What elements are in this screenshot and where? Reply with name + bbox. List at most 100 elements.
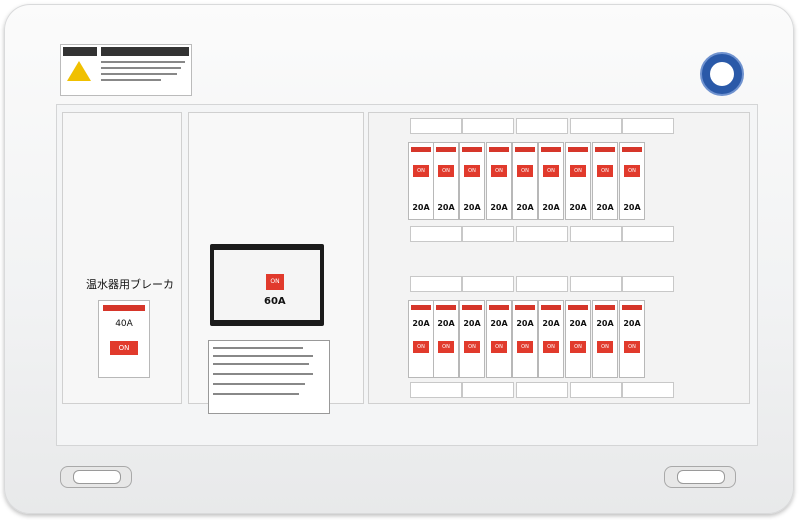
circuit-tag — [622, 276, 674, 292]
branch-top-breaker[interactable]: ON 20A — [565, 142, 591, 220]
brand-strip — [411, 147, 431, 152]
branch-top-amperage: 20A — [516, 203, 534, 212]
branch-bottom-breaker[interactable]: ON 20A — [512, 300, 538, 378]
warning-label — [60, 44, 192, 96]
certification-seal-icon — [700, 52, 744, 96]
circuit-tag — [516, 276, 568, 292]
branch-bottom-switch[interactable]: ON — [438, 341, 454, 353]
branch-top-breaker[interactable]: ON 20A — [512, 142, 538, 220]
branch-top-breaker[interactable]: ON 20A — [619, 142, 645, 220]
brand-strip — [411, 305, 431, 310]
main-amperage: 60A — [264, 296, 286, 307]
branch-top-switch[interactable]: ON — [543, 165, 559, 177]
warning-header — [63, 47, 97, 56]
brand-strip — [462, 147, 482, 152]
circuit-tag — [516, 118, 568, 134]
branch-top-amperage: 20A — [623, 203, 641, 212]
branch-bottom-breaker[interactable]: ON 20A — [538, 300, 564, 378]
instruction-label — [208, 340, 330, 414]
branch-bottom-breaker[interactable]: ON 20A — [486, 300, 512, 378]
branch-bottom-amperage: 20A — [596, 319, 614, 328]
warning-text-line — [101, 73, 177, 75]
circuit-tag — [462, 118, 514, 134]
branch-bottom-switch[interactable]: ON — [491, 341, 507, 353]
brand-strip — [462, 305, 482, 310]
branch-bottom-switch[interactable]: ON — [543, 341, 559, 353]
branch-bottom-switch[interactable]: ON — [413, 341, 429, 353]
circuit-tag — [410, 118, 462, 134]
branch-top-switch[interactable]: ON — [413, 165, 429, 177]
branch-top-switch[interactable]: ON — [570, 165, 586, 177]
brand-strip — [595, 147, 615, 152]
warning-text-line — [101, 61, 185, 63]
brand-strip — [515, 305, 535, 310]
branch-bottom-breaker[interactable]: ON 20A — [619, 300, 645, 378]
cover-handle-right[interactable] — [664, 466, 736, 488]
heater-breaker-label: 温水器用ブレーカ — [86, 278, 174, 291]
circuit-tag — [570, 382, 622, 398]
brand-strip — [515, 147, 535, 152]
branch-top-breaker[interactable]: ON 20A — [408, 142, 434, 220]
branch-top-amperage: 20A — [437, 203, 455, 212]
branch-bottom-breaker[interactable]: ON 20A — [408, 300, 434, 378]
branch-top-switch[interactable]: ON — [624, 165, 640, 177]
branch-top-breaker[interactable]: ON 20A — [433, 142, 459, 220]
branch-top-switch[interactable]: ON — [517, 165, 533, 177]
branch-bottom-breaker[interactable]: ON 20A — [459, 300, 485, 378]
branch-bottom-amperage: 20A — [412, 319, 430, 328]
brand-strip — [568, 147, 588, 152]
cover-handle-left[interactable] — [60, 466, 132, 488]
brand-strip — [436, 305, 456, 310]
brand-strip — [103, 305, 145, 311]
warning-text-line — [101, 79, 161, 81]
heater-switch[interactable]: ON — [110, 341, 138, 355]
warning-text-line — [101, 67, 181, 69]
circuit-tag — [410, 226, 462, 242]
branch-bottom-amperage: 20A — [516, 319, 534, 328]
branch-top-switch[interactable]: ON — [491, 165, 507, 177]
branch-bottom-switch[interactable]: ON — [570, 341, 586, 353]
circuit-tag — [462, 276, 514, 292]
heater-breaker[interactable]: 40A ON — [98, 300, 150, 378]
caution-header — [101, 47, 189, 56]
circuit-tag — [410, 276, 462, 292]
branch-bottom-amperage: 20A — [623, 319, 641, 328]
branch-bottom-breaker[interactable]: ON 20A — [565, 300, 591, 378]
branch-top-switch[interactable]: ON — [438, 165, 454, 177]
branch-bottom-switch[interactable]: ON — [517, 341, 533, 353]
branch-bottom-breaker[interactable]: ON 20A — [433, 300, 459, 378]
brand-strip — [622, 147, 642, 152]
brand-strip — [489, 305, 509, 310]
brand-strip — [541, 147, 561, 152]
branch-bottom-amperage: 20A — [490, 319, 508, 328]
branch-bottom-amperage: 20A — [437, 319, 455, 328]
branch-top-breaker[interactable]: ON 20A — [486, 142, 512, 220]
branch-top-switch[interactable]: ON — [597, 165, 613, 177]
brand-strip — [595, 305, 615, 310]
branch-bottom-switch[interactable]: ON — [464, 341, 480, 353]
branch-top-breaker[interactable]: ON 20A — [592, 142, 618, 220]
brand-strip — [436, 147, 456, 152]
branch-bottom-breaker[interactable]: ON 20A — [592, 300, 618, 378]
main-breaker-switch[interactable]: ON — [266, 274, 284, 290]
branch-bottom-amperage: 20A — [463, 319, 481, 328]
branch-top-switch[interactable]: ON — [464, 165, 480, 177]
branch-top-amperage: 20A — [490, 203, 508, 212]
circuit-tag — [462, 226, 514, 242]
branch-bottom-switch[interactable]: ON — [597, 341, 613, 353]
branch-top-amperage: 20A — [412, 203, 430, 212]
circuit-tag — [462, 382, 514, 398]
branch-top-amperage: 20A — [596, 203, 614, 212]
branch-bottom-switch[interactable]: ON — [624, 341, 640, 353]
hazard-icon — [67, 61, 91, 81]
branch-bottom-amperage: 20A — [542, 319, 560, 328]
branch-bottom-amperage: 20A — [569, 319, 587, 328]
main-breaker-face: ON 60A — [214, 250, 320, 320]
circuit-tag — [622, 226, 674, 242]
circuit-tag — [622, 118, 674, 134]
circuit-tag — [570, 276, 622, 292]
main-breaker[interactable]: ON 60A — [210, 244, 324, 326]
branch-top-amperage: 20A — [569, 203, 587, 212]
